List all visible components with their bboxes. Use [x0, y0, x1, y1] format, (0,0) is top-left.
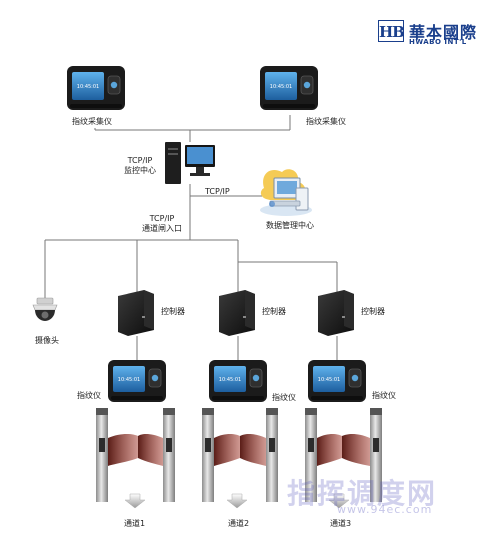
device-screen-time: 10:45:01 [77, 84, 99, 90]
label-fingerprint-collector-right: 指纹采集仪 [306, 117, 346, 126]
svg-text:10:45:01: 10:45:01 [118, 377, 140, 383]
label-controller-1: 控制器 [161, 307, 185, 316]
direction-arrow-icon [226, 493, 248, 509]
direction-arrow-icon [124, 493, 146, 509]
logo-name-en: HWABO INT'L [409, 38, 467, 46]
fingerprint-reader-1-device: 10:45:01 [108, 360, 166, 402]
label-channel-2: 通道2 [228, 519, 250, 528]
label-fingerprint-reader-3: 指纹仪 [372, 391, 396, 400]
connection-lines [44, 115, 338, 362]
label-data-center: 数据管理中心 [266, 221, 314, 230]
gate-post [305, 414, 317, 502]
label-channel-1: 通道1 [124, 519, 146, 528]
label-gate-entrance-protocol: TCP/IP [149, 214, 175, 223]
gate-flap [342, 434, 370, 466]
gate-post [163, 414, 175, 502]
turnstile-gates [96, 408, 382, 509]
fingerprint-reader-2-device: 10:45:01 [209, 360, 267, 402]
gate-flap [214, 434, 240, 466]
label-camera: 摄像头 [35, 336, 59, 345]
gate-post [202, 414, 214, 502]
label-fingerprint-reader-1: 指纹仪 [77, 391, 101, 400]
svg-text:10:45:01: 10:45:01 [219, 377, 241, 383]
controller-3-device [318, 290, 354, 336]
controller-2-device [219, 290, 255, 336]
watermark-url: www.94ec.com [337, 503, 433, 516]
svg-text:10:45:01: 10:45:01 [270, 84, 292, 90]
gate-flap [138, 434, 163, 466]
fingerprint-reader-3-device: 10:45:01 [308, 360, 366, 402]
monitor-computer-icon [165, 142, 215, 184]
gate-flap [317, 434, 342, 466]
watermark-text: 指挥调度网 [287, 477, 438, 510]
logo-name-cn: 華本國際 [409, 23, 478, 42]
direction-arrow-icon [328, 493, 350, 509]
label-controller-2: 控制器 [262, 307, 286, 316]
fingerprint-collector-left-device: 10:45:01 [67, 66, 125, 110]
gate-flap [108, 434, 138, 466]
controller-1-device [118, 290, 154, 336]
gate-post [266, 414, 278, 502]
label-monitor-center-protocol: TCP/IP [127, 156, 153, 165]
label-monitor-center: 监控中心 [124, 166, 156, 175]
svg-text:10:45:01: 10:45:01 [318, 377, 340, 383]
logo-mark: HB [378, 20, 405, 42]
label-fingerprint-reader-2: 指纹仪 [272, 393, 296, 402]
label-channel-3: 通道3 [330, 519, 352, 528]
gate-post [370, 414, 382, 502]
data-center-icon [260, 169, 312, 216]
gate-post [96, 414, 108, 502]
label-fingerprint-collector-left: 指纹采集仪 [72, 117, 112, 126]
fingerprint-collector-right-device: 10:45:01 [260, 66, 318, 110]
label-link-tcpip: TCP/IP [205, 187, 230, 196]
camera-icon [32, 297, 58, 321]
gate-flap [240, 434, 266, 466]
label-gate-entrance: 通道闸入口 [142, 224, 182, 233]
label-controller-3: 控制器 [361, 307, 385, 316]
